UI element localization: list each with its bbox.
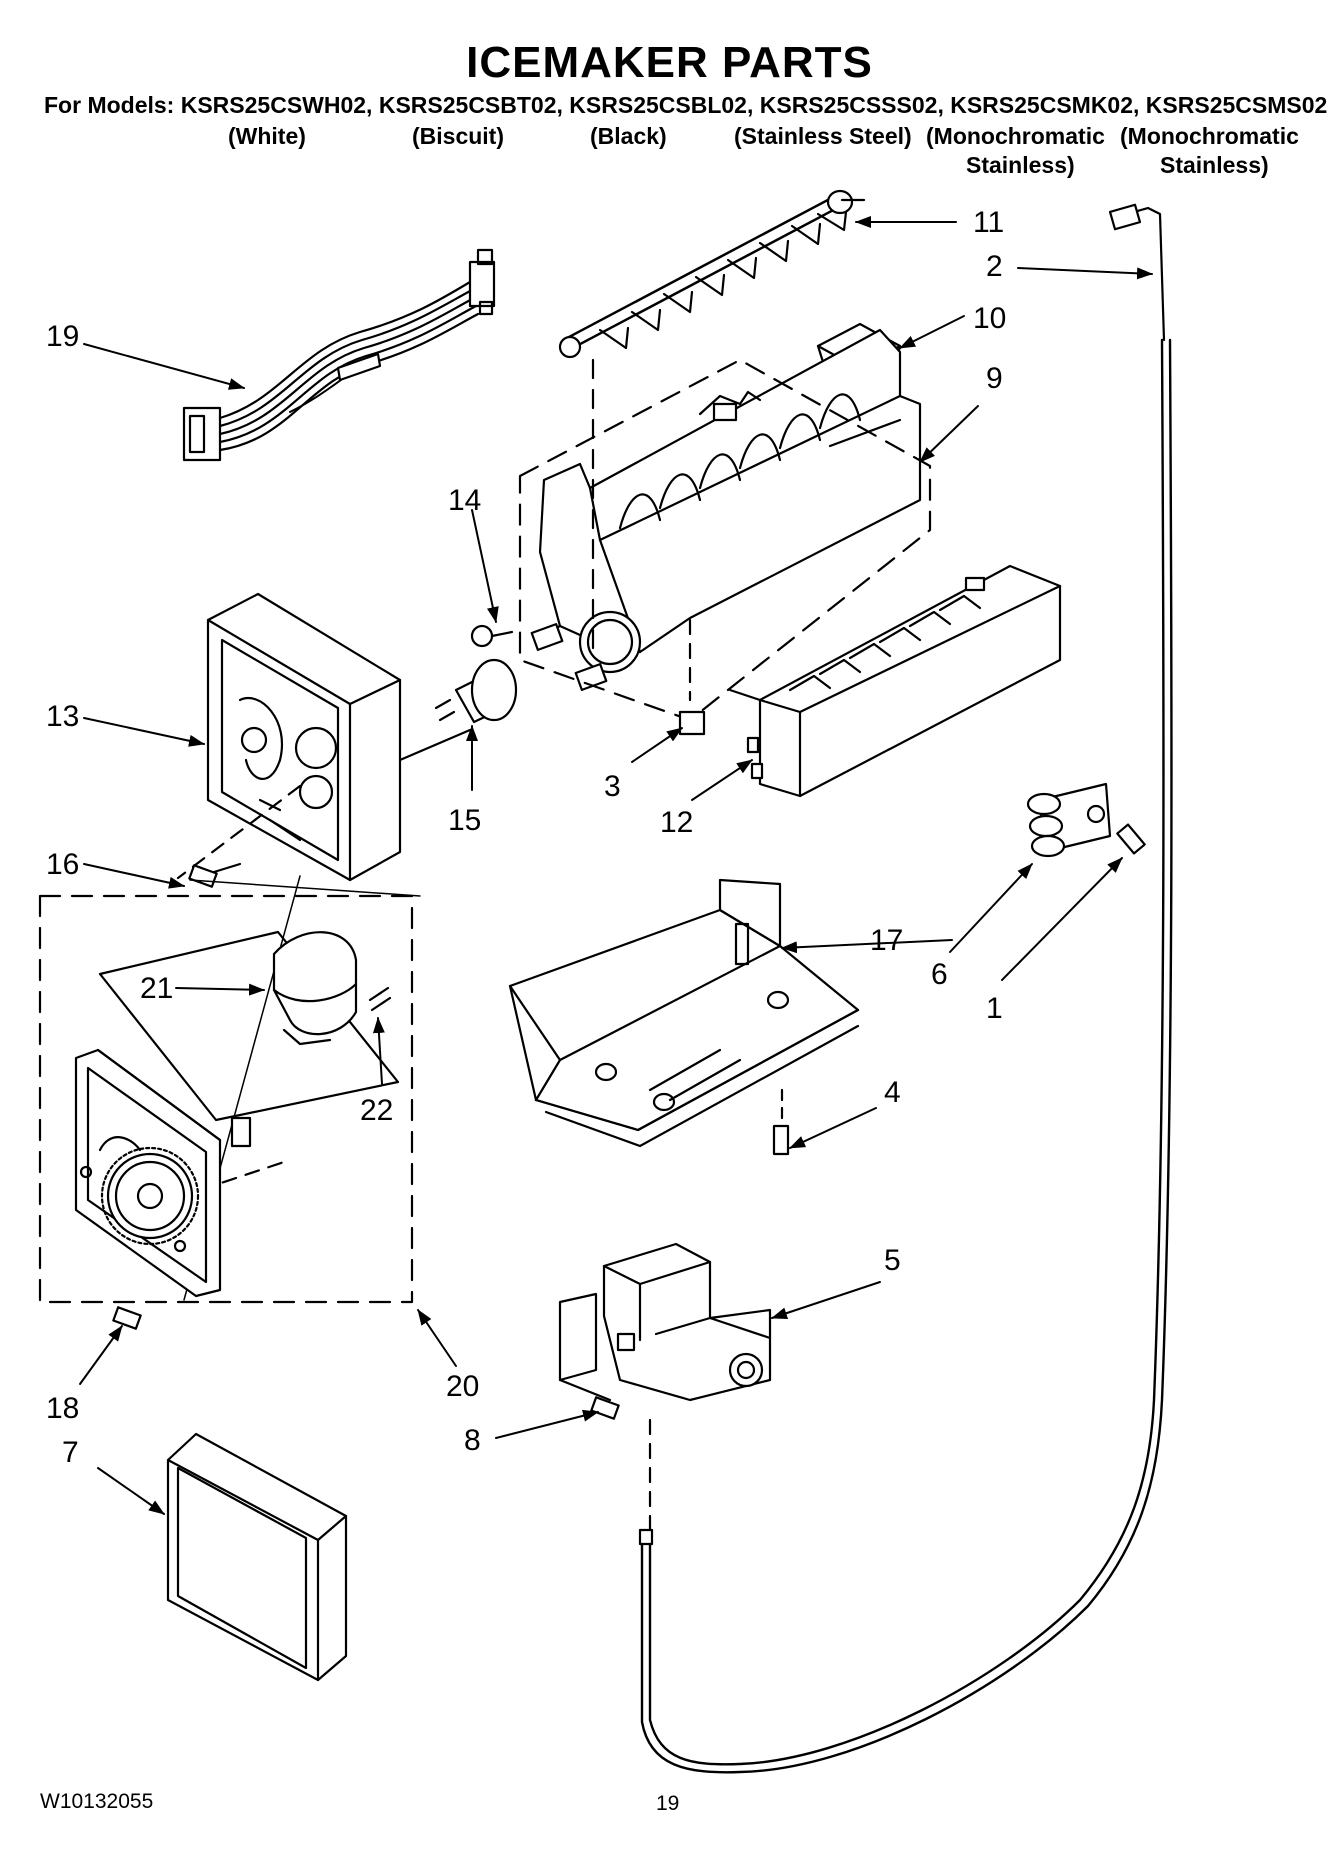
screw-part-1 [1116, 823, 1146, 855]
document-number: W10132055 [40, 1790, 154, 1813]
page-title: ICEMAKER PARTS [466, 38, 873, 87]
motor-plate-part [74, 1048, 252, 1298]
variant-biscuit: (Biscuit) [412, 123, 504, 149]
variant-mono2-line2: Stainless) [1160, 152, 1269, 178]
callout-16: 16 [46, 848, 80, 881]
control-housing-part [206, 592, 472, 882]
callout-13: 13 [46, 700, 80, 733]
callout-3: 3 [604, 770, 621, 803]
cover-part-7 [166, 1432, 348, 1682]
screw-and-motor-parts [434, 624, 518, 724]
callout-10: 10 [973, 302, 1007, 335]
tray-part [508, 878, 860, 1148]
callout-20: 20 [446, 1370, 480, 1403]
callout-4: 4 [884, 1076, 901, 1109]
water-tube-part [638, 203, 1173, 1774]
callout-17: 17 [870, 924, 904, 957]
mold-assembly-dashed-outline [518, 358, 932, 722]
clip-part-6 [1026, 782, 1112, 858]
callout-7: 7 [62, 1436, 79, 1469]
callout-2: 2 [986, 250, 1003, 283]
variant-black: (Black) [590, 123, 667, 149]
screw-part-8 [590, 1396, 620, 1420]
ejector-part [558, 189, 866, 359]
screw-part-22 [368, 986, 392, 1012]
motor-part-21 [272, 931, 358, 1046]
stripper-part [728, 564, 1062, 798]
callout-22: 22 [360, 1094, 394, 1127]
callout-6: 6 [931, 958, 948, 991]
callout-21: 21 [140, 972, 174, 1005]
callout-12: 12 [660, 806, 694, 839]
callout-1: 1 [986, 992, 1003, 1025]
callout-8: 8 [464, 1424, 481, 1457]
variant-mono2-line1: (Monochromatic [1120, 123, 1299, 149]
screw-part-18 [112, 1306, 142, 1330]
clip-part [678, 710, 706, 736]
callout-5: 5 [884, 1244, 901, 1277]
callout-9: 9 [986, 362, 1003, 395]
callout-11: 11 [973, 206, 1005, 239]
page-number: 19 [656, 1792, 680, 1815]
water-valve-part [558, 1242, 772, 1402]
mold-part [530, 328, 922, 692]
variant-white: (White) [228, 123, 306, 149]
callout-arrows [79, 216, 1153, 1515]
callout-19: 19 [46, 320, 80, 353]
variant-mono1-line2: Stainless) [966, 152, 1075, 178]
callout-15: 15 [448, 804, 482, 837]
callout-18: 18 [46, 1392, 80, 1425]
variant-mono1-line1: (Monochromatic [926, 123, 1105, 149]
motor-assembly-dashed-box [38, 894, 414, 1304]
wire-harness-part [182, 248, 496, 462]
models-line: For Models: KSRS25CSWH02, KSRS25CSBT02, … [44, 92, 1328, 118]
callout-14: 14 [448, 484, 482, 517]
screw-part-4 [772, 1124, 790, 1156]
variant-stainless: (Stainless Steel) [734, 123, 912, 149]
